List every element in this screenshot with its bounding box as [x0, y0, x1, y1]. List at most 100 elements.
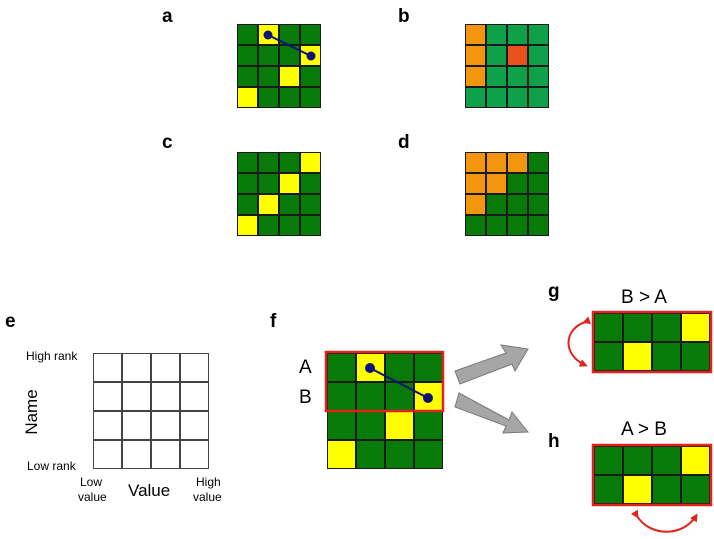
- row-a-label: A: [299, 357, 312, 378]
- grid-cell: [594, 342, 623, 371]
- grid-cell: [528, 66, 549, 87]
- grid-cell: [623, 446, 652, 475]
- panel-label-b: b: [398, 6, 410, 27]
- grid-panel-f: [327, 353, 443, 469]
- grid-cell: [594, 475, 623, 504]
- grid-cell: [681, 342, 710, 371]
- grid-cell: [258, 66, 279, 87]
- panel-label-f: f: [270, 311, 277, 332]
- grid-panel-b: [465, 24, 549, 108]
- panel-label-d: d: [398, 132, 410, 153]
- grid-cell: [237, 152, 258, 173]
- grid-panel-d: [465, 152, 549, 236]
- grid-panel-g: [594, 313, 710, 371]
- grid-cell: [93, 440, 122, 469]
- grid-cell: [151, 382, 180, 411]
- grid-panel-e: [93, 353, 209, 469]
- grid-cell: [414, 382, 443, 411]
- grid-cell: [279, 173, 300, 194]
- grid-cell: [486, 87, 507, 108]
- low-rank-label: Low rank: [27, 459, 76, 473]
- grid-cell: [258, 194, 279, 215]
- grid-cell: [300, 194, 321, 215]
- grid-cell: [385, 382, 414, 411]
- grid-cell: [528, 173, 549, 194]
- grid-cell: [385, 353, 414, 382]
- grid-cell: [507, 173, 528, 194]
- grid-cell: [528, 87, 549, 108]
- grid-cell: [356, 440, 385, 469]
- panel-label-a: a: [162, 6, 173, 27]
- grid-cell: [300, 173, 321, 194]
- grid-cell: [258, 215, 279, 236]
- grid-cell: [327, 411, 356, 440]
- low-value-label-1: Low: [80, 475, 103, 489]
- panel-label-g: g: [548, 281, 560, 302]
- panel-label-c: c: [162, 132, 173, 153]
- grid-cell: [385, 411, 414, 440]
- grid-cell: [327, 440, 356, 469]
- grid-cell: [465, 45, 486, 66]
- grid-cell: [507, 152, 528, 173]
- grid-cell: [300, 24, 321, 45]
- grid-cell: [279, 24, 300, 45]
- grid-cell: [122, 382, 151, 411]
- grid-cell: [356, 411, 385, 440]
- panel-label-h: h: [548, 431, 560, 452]
- grid-cell: [93, 382, 122, 411]
- grid-cell: [507, 87, 528, 108]
- gray-arrow-up: [454, 344, 529, 385]
- grid-cell: [507, 45, 528, 66]
- grid-cell: [414, 411, 443, 440]
- grid-cell: [356, 382, 385, 411]
- grid-cell: [652, 342, 681, 371]
- grid-cell: [652, 475, 681, 504]
- grid-cell: [300, 66, 321, 87]
- grid-cell: [465, 173, 486, 194]
- grid-cell: [414, 353, 443, 382]
- grid-cell: [507, 66, 528, 87]
- grid-cell: [300, 87, 321, 108]
- grid-cell: [237, 45, 258, 66]
- high-value-label-2: value: [193, 490, 222, 504]
- grid-cell: [486, 215, 507, 236]
- swap-arrow-g: [567, 316, 592, 367]
- grid-cell: [486, 173, 507, 194]
- grid-cell: [623, 342, 652, 371]
- row-b-label: B: [299, 387, 312, 408]
- grid-cell: [465, 194, 486, 215]
- grid-cell: [652, 446, 681, 475]
- grid-cell: [237, 66, 258, 87]
- name-axis-label: Name: [22, 389, 41, 435]
- grid-cell: [237, 173, 258, 194]
- grid-cell: [258, 152, 279, 173]
- grid-cell: [681, 475, 710, 504]
- grid-cell: [528, 24, 549, 45]
- grid-cell: [465, 24, 486, 45]
- grid-cell: [681, 446, 710, 475]
- grid-cell: [465, 152, 486, 173]
- high-value-label-1: High: [196, 475, 221, 489]
- grid-cell: [258, 45, 279, 66]
- grid-cell: [486, 152, 507, 173]
- grid-cell: [151, 353, 180, 382]
- grid-cell: [258, 24, 279, 45]
- grid-cell: [258, 87, 279, 108]
- grid-cell: [237, 194, 258, 215]
- grid-cell: [300, 215, 321, 236]
- grid-cell: [93, 353, 122, 382]
- grid-cell: [486, 194, 507, 215]
- grid-cell: [279, 152, 300, 173]
- grid-cell: [356, 353, 385, 382]
- panel-g-title: B > A: [621, 287, 667, 308]
- grid-panel-a: [237, 24, 321, 108]
- grid-cell: [180, 440, 209, 469]
- grid-cell: [652, 313, 681, 342]
- grid-panel-c: [237, 152, 321, 236]
- grid-cell: [528, 152, 549, 173]
- grid-cell: [507, 215, 528, 236]
- grid-cell: [237, 24, 258, 45]
- high-rank-label: High rank: [26, 349, 78, 363]
- grid-cell: [151, 440, 180, 469]
- grid-cell: [465, 87, 486, 108]
